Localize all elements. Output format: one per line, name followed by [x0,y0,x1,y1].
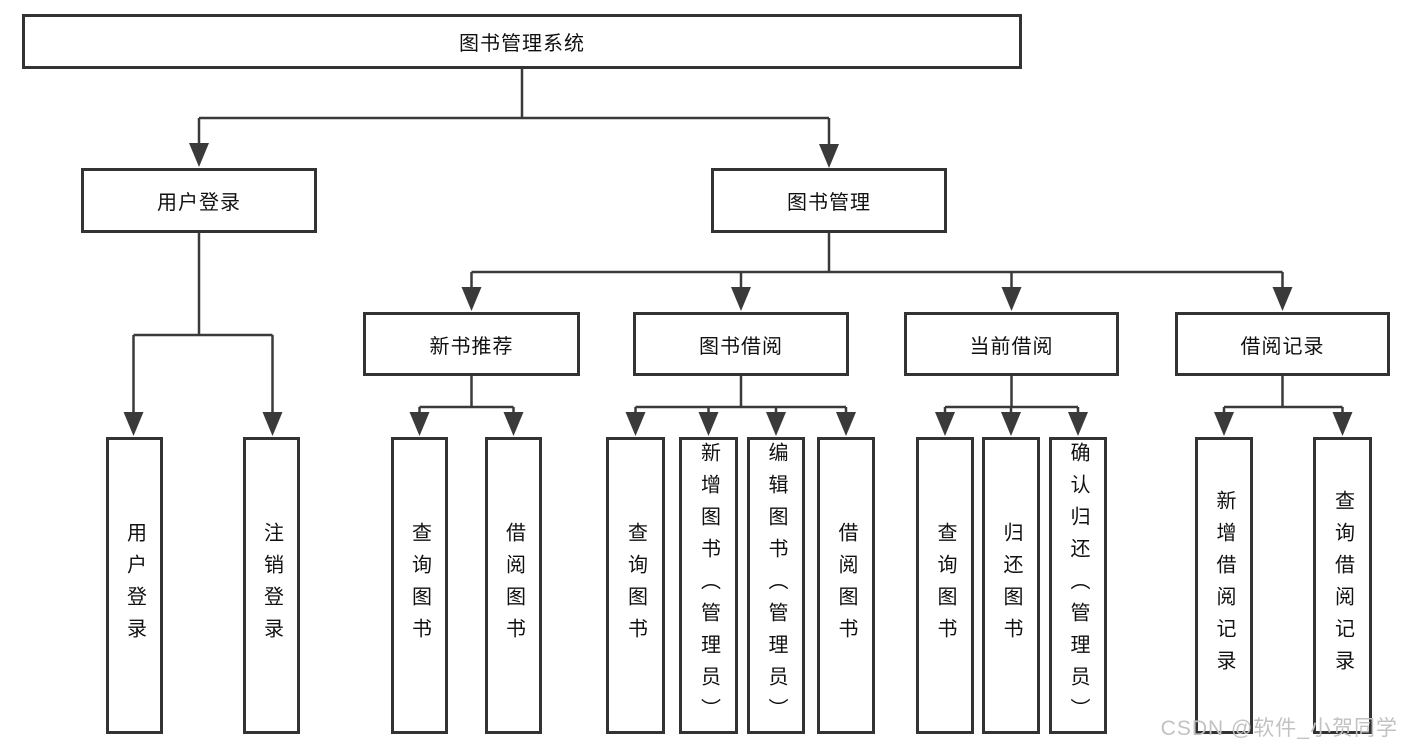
leaf-return-books: 归还图书 [982,437,1040,734]
leaf-query-books-recommend: 查询图书 [391,437,448,734]
leaf-query-books-borrow: 查询图书 [606,437,665,734]
node-library-management-system: 图书管理系统 [22,14,1022,69]
leaf-edit-books-admin: 编辑图书（管理员） [747,437,805,734]
node-book-management: 图书管理 [711,168,947,233]
leaf-user-login: 用户登录 [106,437,163,734]
leaf-borrow-books: 借阅图书 [817,437,875,734]
leaf-add-borrow-record: 新增借阅记录 [1195,437,1253,734]
leaf-borrow-books-recommend: 借阅图书 [485,437,542,734]
leaf-query-borrow-record: 查询借阅记录 [1313,437,1372,734]
node-current-borrow: 当前借阅 [904,312,1119,376]
leaf-logout: 注销登录 [243,437,300,734]
leaf-add-books-admin: 新增图书（管理员） [679,437,738,734]
leaf-query-books-current: 查询图书 [916,437,974,734]
node-borrow-records: 借阅记录 [1175,312,1390,376]
node-book-borrow: 图书借阅 [633,312,849,376]
node-new-book-recommend: 新书推荐 [363,312,580,376]
csdn-watermark: CSDN @软件_小贺同学 [1160,717,1398,740]
leaf-confirm-return-admin: 确认归还（管理员） [1049,437,1107,734]
node-user-login: 用户登录 [81,168,317,233]
